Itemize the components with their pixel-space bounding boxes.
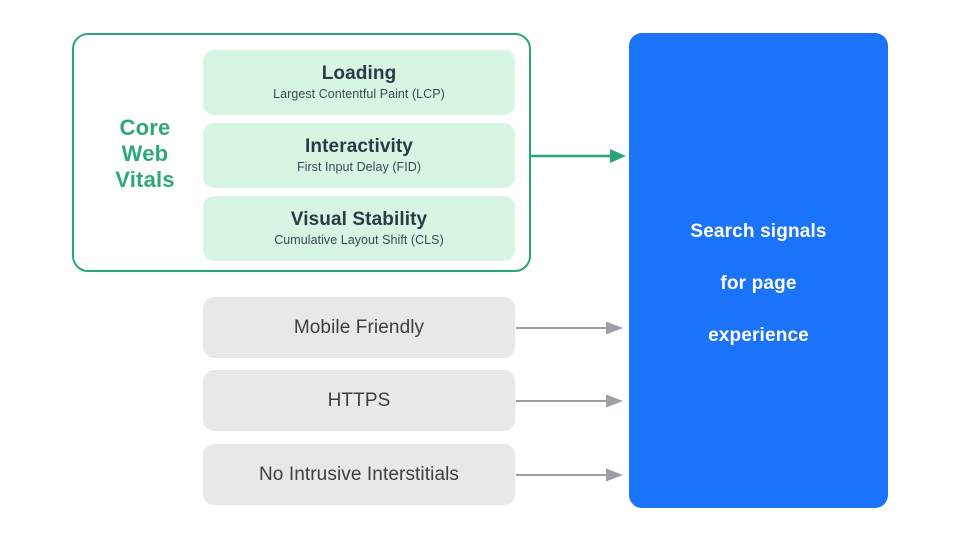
signal-label: No Intrusive Interstitials xyxy=(258,464,460,485)
result-label-line-2: for page xyxy=(720,272,797,294)
core-web-vitals-label-line-1: Core xyxy=(119,115,171,140)
result-label: Search signals for page experience xyxy=(690,193,826,349)
metric-chip-interactivity[interactable]: Interactivity First Input Delay (FID) xyxy=(203,123,515,188)
arrow-https-to-result xyxy=(516,394,623,408)
signal-box-mobile-friendly[interactable]: Mobile Friendly xyxy=(203,297,515,358)
metric-subtitle: Cumulative Layout Shift (CLS) xyxy=(274,233,444,247)
arrow-no-intrusive-interstitials-to-result xyxy=(516,468,623,482)
metric-subtitle: Largest Contentful Paint (LCP) xyxy=(273,87,445,101)
result-label-line-3: experience xyxy=(708,324,809,346)
signal-label: HTTPS xyxy=(327,390,391,411)
signal-box-https[interactable]: HTTPS xyxy=(203,370,515,431)
arrow-mobile-friendly-to-result xyxy=(516,321,623,335)
metric-chip-loading[interactable]: Loading Largest Contentful Paint (LCP) xyxy=(203,50,515,115)
metric-subtitle: First Input Delay (FID) xyxy=(296,160,422,174)
core-web-vitals-label-line-3: Vitals xyxy=(115,167,175,192)
signal-box-no-intrusive-interstitials[interactable]: No Intrusive Interstitials xyxy=(203,444,515,505)
core-web-vitals-group: Core Web Vitals Loading Largest Contentf… xyxy=(72,33,531,272)
core-web-vitals-label: Core Web Vitals xyxy=(100,115,190,193)
arrow-core-web-vitals-to-result xyxy=(531,149,626,163)
result-label-line-1: Search signals xyxy=(690,220,827,242)
signal-label: Mobile Friendly xyxy=(293,317,425,338)
metric-chip-visual-stability[interactable]: Visual Stability Cumulative Layout Shift… xyxy=(203,196,515,261)
metric-title: Visual Stability xyxy=(290,209,428,230)
metric-title: Loading xyxy=(321,63,397,84)
metric-title: Interactivity xyxy=(305,136,413,157)
core-web-vitals-label-line-2: Web xyxy=(121,141,169,166)
result-box-search-signals[interactable]: Search signals for page experience xyxy=(629,33,888,508)
